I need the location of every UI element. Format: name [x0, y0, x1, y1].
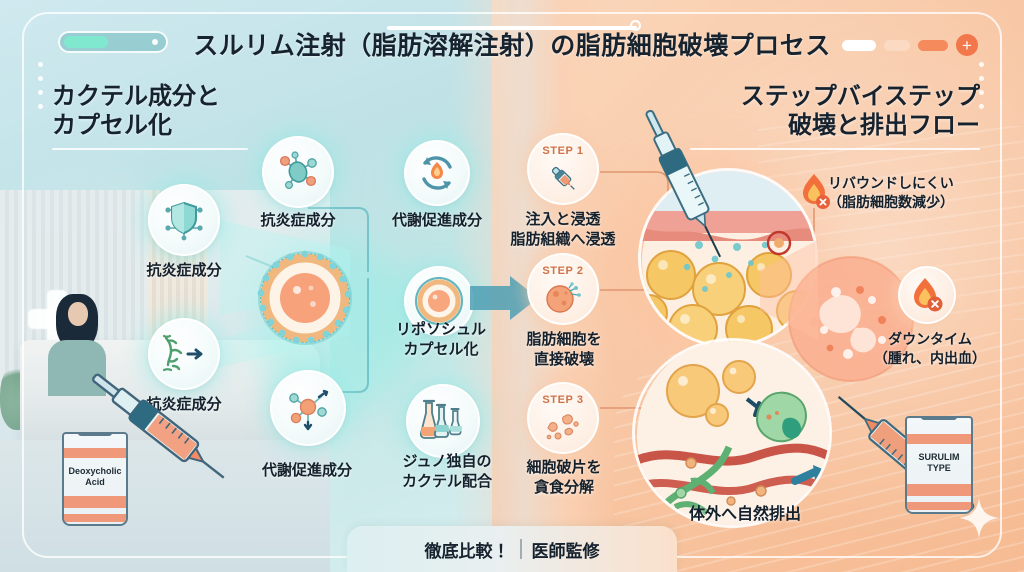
deoxycholic-acid-vial: Deoxycholic Acid [62, 432, 128, 526]
capsule-label-line2: カプセル化 [403, 340, 479, 358]
right-dot-column [979, 62, 984, 109]
node-shield-label: 抗炎症成分 [146, 262, 222, 279]
right-heading-line2: 破壊と排出フロー [788, 112, 980, 140]
step-2-label: STEP 2 [542, 265, 584, 277]
right-heading-rule [690, 148, 980, 150]
molecule-icon [279, 151, 317, 189]
right-heading-line1: ステップバイステップ [740, 83, 980, 110]
fat-cell-burst-icon [546, 282, 581, 313]
node-vessel-bubble[interactable] [148, 318, 220, 390]
plus-button[interactable]: + [956, 34, 978, 56]
right-vial-label-line2: TYPE [927, 462, 951, 473]
header-chip-group: + [842, 34, 978, 56]
footer-left-text: 徹底比較！ [424, 541, 510, 561]
liposome-capsule-icon [415, 277, 463, 325]
cocktail-flasks-bubble[interactable] [406, 384, 480, 458]
step-3-caption: 細胞破片を 貪食分解 [500, 458, 628, 498]
step-3-title: 細胞破片を [526, 459, 602, 476]
surulim-vial: SURULIM TYPE [905, 416, 973, 514]
footer-separator [519, 539, 522, 559]
frame-notch-dot [630, 20, 641, 31]
step-2-caption: 脂肪細胞を 直接破壊 [500, 330, 628, 370]
step-2-subtitle: 直接破壊 [533, 350, 594, 368]
left-heading-line1: カクテル成分と [52, 83, 220, 110]
step-3-label: STEP 3 [542, 394, 584, 406]
flasks-icon [419, 399, 463, 439]
left-vial-label-line1: Deoxycholic [68, 466, 122, 476]
liposome-capsule-bubble[interactable] [404, 266, 474, 336]
step-1-badge[interactable]: STEP 1 [527, 133, 599, 205]
step-2-badge[interactable]: STEP 2 [527, 253, 599, 325]
step-2-title: 脂肪細胞を [526, 331, 602, 348]
step-3-badge[interactable]: STEP 3 [527, 382, 599, 454]
shield-icon [165, 201, 203, 241]
step-1-subtitle: 脂肪組織へ浸透 [510, 230, 616, 248]
footer-right-text: 医師監修 [531, 541, 600, 561]
footer-banner: 徹底比較！ 医師監修 [347, 526, 677, 572]
cell-debris-icon [546, 414, 579, 440]
step-1-label: STEP 1 [542, 145, 584, 157]
left-dot-column [38, 62, 43, 109]
downtime-flame-bubble[interactable] [898, 266, 956, 324]
node-molecule-bubble[interactable] [262, 136, 334, 208]
node-vessel-label: 抗炎症成分 [146, 396, 222, 413]
rebound-line2: （脂肪細胞数減少） [828, 193, 954, 210]
node-flame-cycle-bubble[interactable] [404, 140, 470, 206]
node-molecule-label: 抗炎症成分 [260, 212, 336, 229]
flame-no-icon [914, 278, 943, 312]
left-section-heading: カクテル成分と カプセル化 [52, 82, 220, 141]
step-3-subtitle: 貪食分解 [533, 478, 594, 496]
rebound-flame-icon-wrap [798, 172, 832, 212]
node-atom-arrow-bubble[interactable] [270, 370, 346, 446]
downtime-callout: ダウンタイム （腫れ、内出血） [860, 330, 1000, 368]
node-atom-arrow-label: 代謝促進成分 [261, 462, 352, 479]
rebound-line1: リバウンドしにくい [828, 175, 954, 191]
cocktail-label: ジュノ独自の カクテル配合 [372, 452, 522, 491]
cocktail-label-line1: ジュノ独自の [402, 453, 492, 470]
step-1-title: 注入と浸透 [525, 211, 601, 228]
downtime-line2: （腫れ、内出血） [873, 349, 987, 366]
right-section-heading: ステップバイステップ 破壊と排出フロー [741, 82, 980, 141]
chip-white[interactable] [842, 39, 876, 51]
left-vial-label: Deoxycholic Acid [64, 466, 126, 488]
chip-light[interactable] [884, 39, 910, 51]
left-syringe-illustration [58, 340, 238, 530]
capsule-label-line1: リポソシュル [395, 321, 486, 338]
left-vial-label-line2: Acid [85, 476, 105, 487]
atom-arrow-icon [289, 389, 329, 431]
flame-cycle-icon [422, 156, 452, 190]
right-syringe-injecting [596, 98, 766, 278]
left-heading-rule [52, 148, 248, 150]
right-vial-label: SURULIM TYPE [907, 452, 971, 474]
macrophage-vessel-illustration [632, 338, 832, 528]
liposome-illustration [255, 248, 355, 348]
flame-no-icon [803, 174, 830, 209]
step-1-caption: 注入と浸透 脂肪組織へ浸透 [497, 210, 629, 250]
downtime-line1: ダウンタイム [888, 331, 972, 347]
page-title: スルリム注射（脂肪溶解注射）の脂肪細胞破壊プロセス [193, 32, 831, 60]
rebound-callout: リバウンドしにくい （脂肪細胞数減少） [828, 174, 1020, 212]
node-flame-cycle-label: 代謝促進成分 [391, 212, 482, 229]
vessel-icon [162, 334, 203, 372]
right-vial-label-line1: SURULIM [918, 452, 960, 462]
left-heading-line2: カプセル化 [52, 112, 172, 140]
chip-orange[interactable] [918, 39, 948, 51]
syringe-icon [551, 166, 575, 190]
liposome-capsule-label: リポソシュル カプセル化 [376, 320, 506, 359]
cocktail-label-line2: カクテル配合 [401, 472, 492, 490]
progress-pill[interactable] [58, 31, 168, 53]
burst-cell-illustration [786, 254, 916, 384]
outcome-caption: 体外へ自然排出 [688, 506, 801, 523]
node-shield-bubble[interactable] [148, 184, 220, 256]
